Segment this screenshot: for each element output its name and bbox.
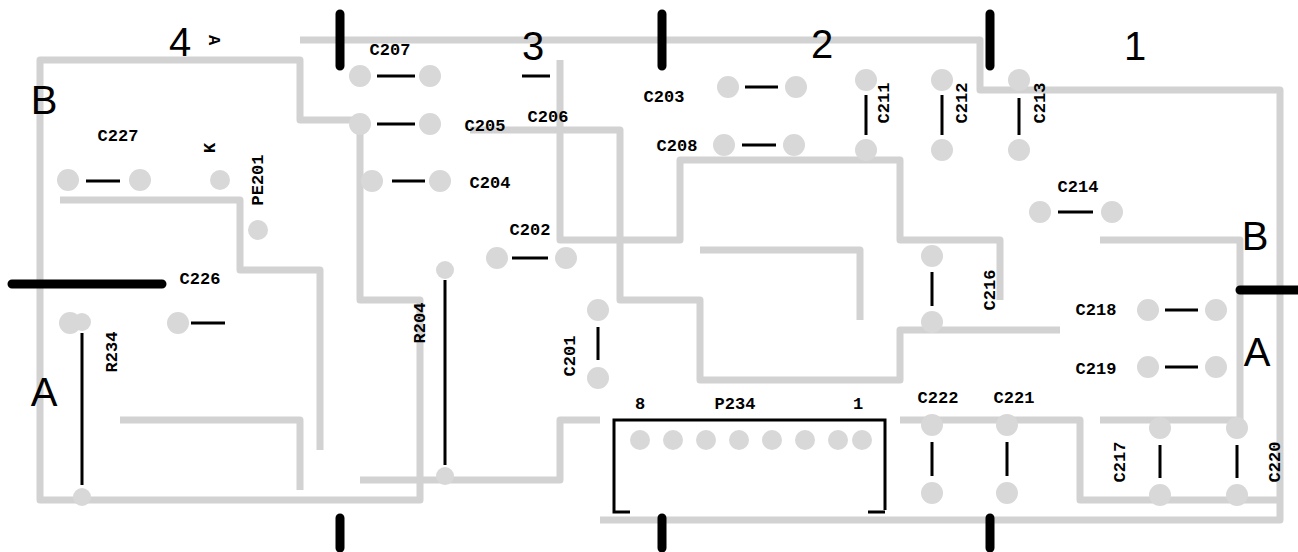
callout-number: C227 xyxy=(98,128,139,145)
callout-number: C207 xyxy=(370,42,411,59)
callout-number: C212 xyxy=(954,83,971,124)
callout-number: C219 xyxy=(1076,361,1117,378)
callout-number: C218 xyxy=(1076,302,1117,319)
callout-number: R204 xyxy=(412,303,429,344)
callout-number: C211 xyxy=(876,83,893,124)
pin-number: 1 xyxy=(853,396,863,413)
callout-number: C203 xyxy=(644,89,685,106)
callout-number: C221 xyxy=(994,390,1035,407)
grid-letter: B xyxy=(31,80,58,120)
pin-number: 8 xyxy=(635,396,645,413)
pin-mark: A xyxy=(205,35,222,45)
callout-number: C226 xyxy=(180,271,221,288)
callout-number: C204 xyxy=(470,175,511,192)
connector-name: P234 xyxy=(715,396,756,413)
callout-number: C222 xyxy=(918,390,959,407)
grid-letter: A xyxy=(31,372,58,412)
callout-number: R234 xyxy=(104,332,121,373)
callout-number: C201 xyxy=(562,336,579,377)
grid-letter: B xyxy=(1242,216,1269,256)
callout-number: C206 xyxy=(528,109,569,126)
pin-mark: K xyxy=(202,143,219,153)
callout-number: C220 xyxy=(1267,442,1284,483)
callout-number: C202 xyxy=(510,222,551,239)
callout-number: C217 xyxy=(1112,442,1129,483)
grid-letter: A xyxy=(1244,332,1271,372)
callout-number: C208 xyxy=(657,138,698,155)
grid-number: 4 xyxy=(169,22,191,62)
callout-number: PE201 xyxy=(250,154,267,205)
grid-number: 1 xyxy=(1124,26,1146,66)
callout-number: C205 xyxy=(465,118,506,135)
callout-number: C214 xyxy=(1058,179,1099,196)
callout-number: C213 xyxy=(1032,83,1049,124)
grid-number: 3 xyxy=(522,26,544,66)
grid-number: 2 xyxy=(811,24,833,64)
callout-number: C216 xyxy=(982,270,999,311)
